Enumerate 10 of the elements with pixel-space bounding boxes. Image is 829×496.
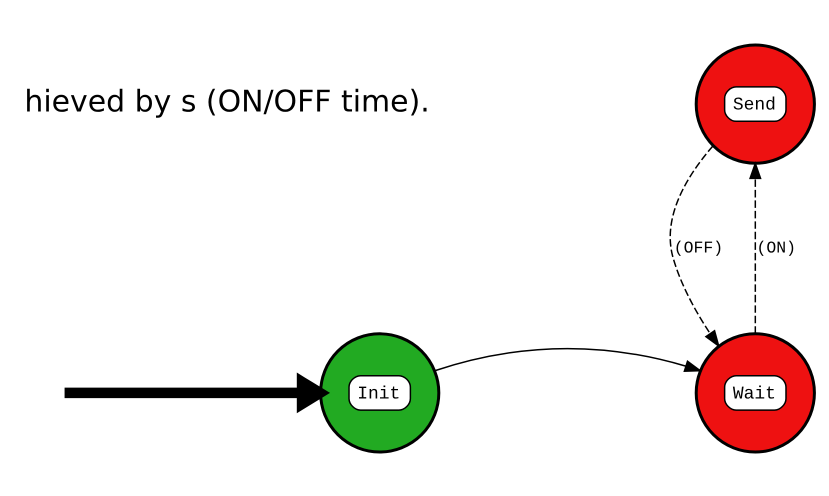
arrow [64,372,330,413]
arrow [434,347,702,372]
arrow [669,145,720,348]
edge-label: (OFF) [674,238,724,258]
label: hieved by s (ON/OFF time). [24,84,430,120]
arrow [749,160,762,334]
node-circle: Wait [694,332,816,454]
edge-label: (ON) [756,238,796,258]
node-circle: Init [319,332,440,454]
node-circle: Send [694,42,816,164]
